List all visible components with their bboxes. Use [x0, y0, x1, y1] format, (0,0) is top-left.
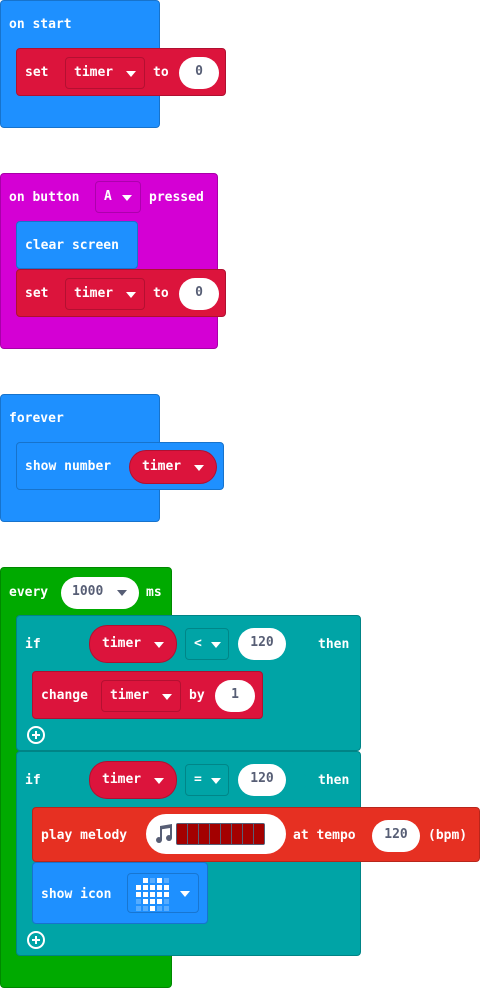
tempo-input[interactable]: 120: [372, 820, 420, 852]
clear-screen-label: clear screen: [25, 238, 119, 253]
play-melody-block[interactable]: play melody at tempo 120 (bpm): [32, 807, 480, 862]
melody-editor[interactable]: [146, 814, 286, 854]
show-number-label: show number: [25, 459, 112, 474]
compare-value-input[interactable]: 120: [238, 764, 286, 796]
bpm-label: (bpm): [428, 828, 468, 843]
variable-dropdown[interactable]: timer: [101, 680, 181, 712]
timer-variable[interactable]: timer: [89, 625, 177, 663]
change-label: change: [41, 688, 88, 703]
by-label: by: [189, 688, 205, 703]
heart-icon: [134, 875, 170, 911]
to-label: to: [153, 286, 169, 301]
chevron-down-icon: [126, 71, 136, 77]
change-timer-block[interactable]: change timer by 1: [32, 671, 263, 719]
chevron-down-icon: [194, 465, 204, 471]
chevron-down-icon: [154, 642, 164, 648]
add-else-icon[interactable]: [27, 726, 45, 744]
timer-variable[interactable]: timer: [129, 450, 217, 484]
clear-screen-block[interactable]: clear screen: [16, 221, 138, 269]
operator-dropdown[interactable]: <: [185, 628, 229, 660]
to-label: to: [153, 65, 169, 80]
show-number-block[interactable]: show number timer: [16, 442, 224, 490]
set-label: set: [25, 286, 49, 301]
value-input[interactable]: 0: [179, 278, 219, 310]
chevron-down-icon: [211, 778, 221, 784]
then-label: then: [318, 773, 350, 788]
set-timer-block[interactable]: set timer to 0: [16, 48, 226, 96]
icon-dropdown[interactable]: [127, 873, 199, 913]
value-input[interactable]: 0: [179, 57, 219, 89]
if-label: if: [25, 637, 41, 652]
at-tempo-label: at tempo: [293, 828, 356, 843]
on-button-label: on button: [9, 190, 80, 205]
chevron-down-icon: [122, 195, 132, 201]
compare-value-input[interactable]: 120: [238, 628, 286, 660]
forever-label: forever: [9, 411, 64, 426]
pressed-label: pressed: [149, 190, 204, 205]
chevron-down-icon: [211, 642, 221, 648]
show-icon-block[interactable]: show icon: [32, 862, 208, 924]
add-else-icon[interactable]: [27, 931, 45, 949]
interval-dropdown[interactable]: 1000: [61, 577, 139, 609]
play-melody-label: play melody: [41, 828, 128, 843]
variable-dropdown[interactable]: timer: [65, 278, 145, 310]
set-label: set: [25, 65, 49, 80]
ms-label: ms: [146, 585, 162, 600]
chevron-down-icon: [126, 292, 136, 298]
melody-notes: [176, 823, 265, 845]
chevron-down-icon: [180, 891, 190, 897]
on-start-label: on start: [9, 17, 72, 32]
chevron-down-icon: [117, 590, 127, 596]
button-dropdown[interactable]: A: [95, 181, 141, 213]
if-label: if: [25, 773, 41, 788]
music-note-icon: [156, 824, 173, 844]
timer-variable[interactable]: timer: [89, 761, 177, 799]
set-timer-block[interactable]: set timer to 0: [16, 269, 226, 317]
every-label: every: [9, 585, 49, 600]
show-icon-label: show icon: [41, 887, 112, 902]
then-label: then: [318, 637, 350, 652]
variable-dropdown[interactable]: timer: [65, 57, 145, 89]
operator-dropdown[interactable]: =: [185, 764, 229, 796]
by-value-input[interactable]: 1: [215, 680, 255, 712]
chevron-down-icon: [162, 694, 172, 700]
chevron-down-icon: [154, 778, 164, 784]
